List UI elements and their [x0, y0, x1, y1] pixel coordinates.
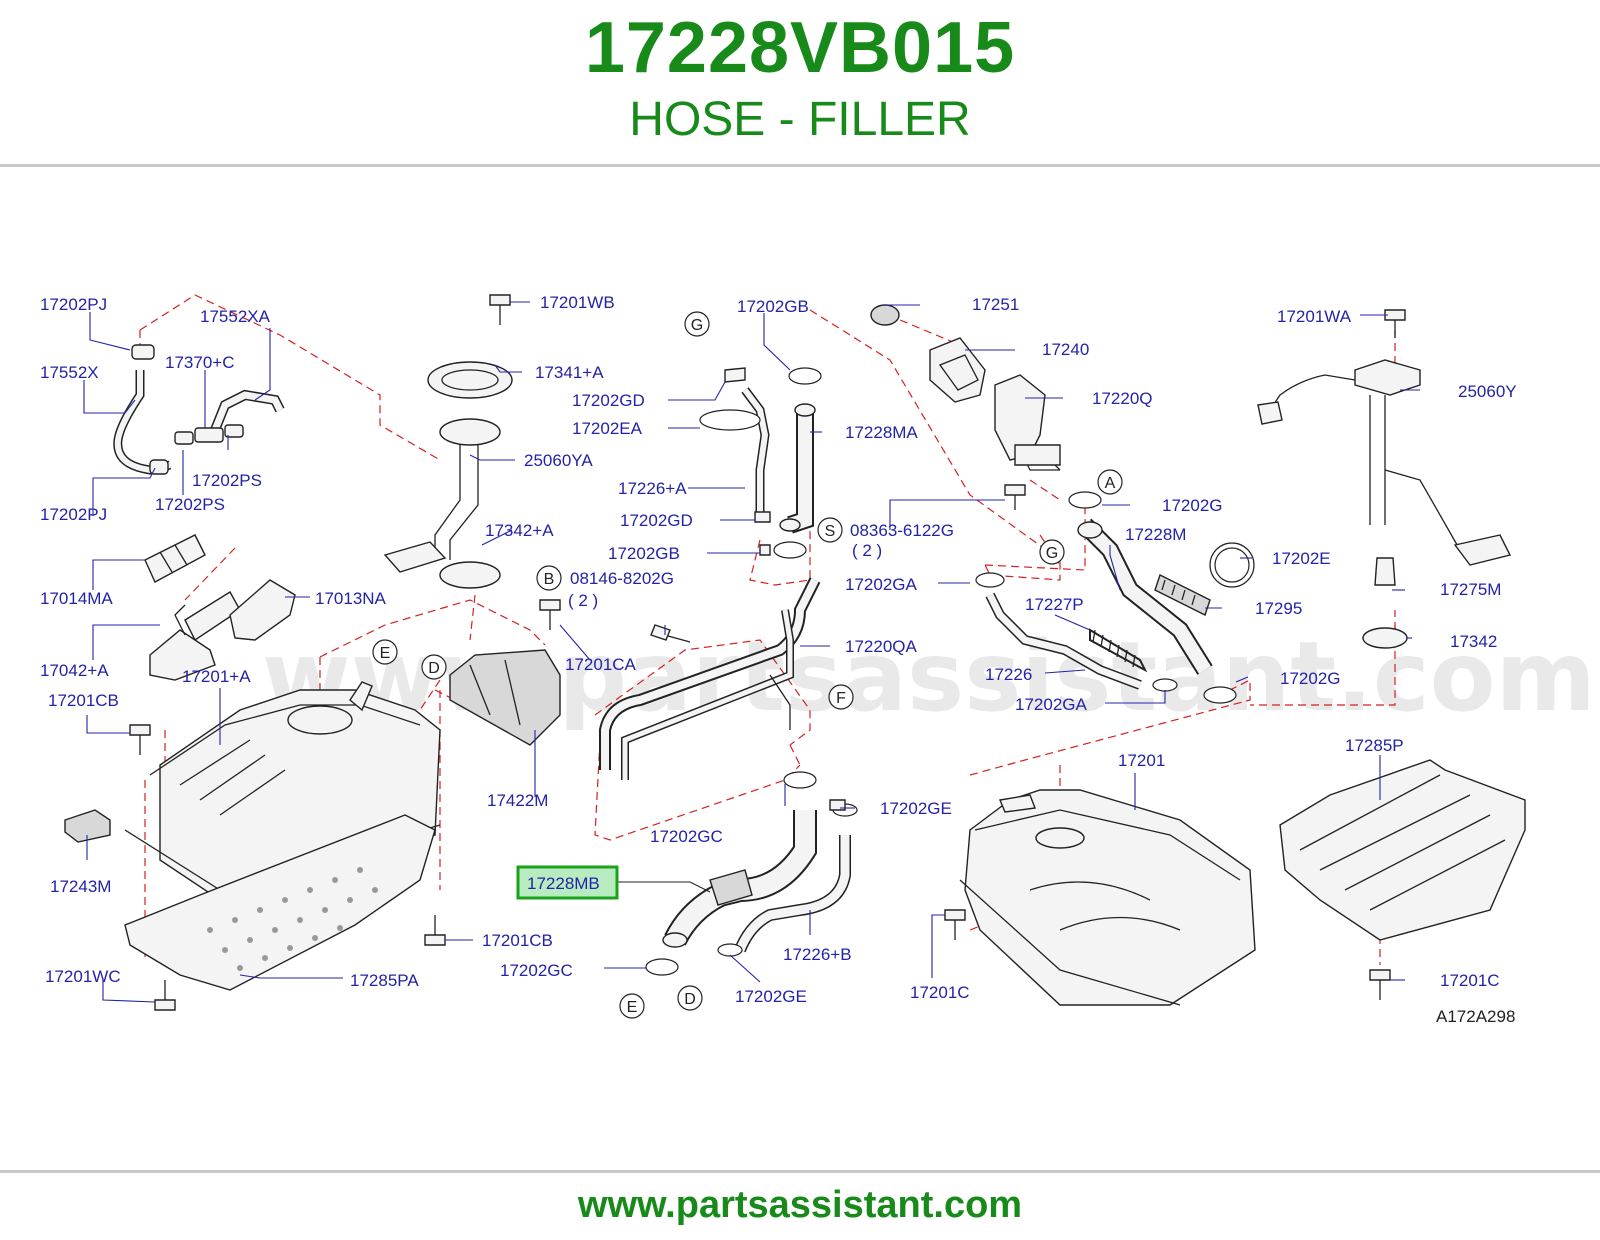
part-labels: 17202PJ 17552XA 17552X 17370+C 17202PS 1… [40, 293, 1517, 1006]
part-label: 17202GC [650, 827, 723, 846]
part-label: 17201 [1118, 751, 1165, 770]
part-label: 17202PS [192, 471, 262, 490]
ref-marker-s: S [825, 523, 836, 540]
part-label: 17552XA [200, 307, 271, 326]
part-label: 17201+A [182, 667, 251, 686]
highlighted-part-label[interactable]: 17228MB [516, 865, 619, 900]
part-label: 17201CA [565, 655, 637, 674]
part-label: 17243M [50, 877, 111, 896]
part-label: 17202PJ [40, 295, 107, 314]
part-label: 17202PS [155, 495, 225, 514]
ref-marker-e-1: E [380, 645, 391, 662]
page-header: 17228VB015 HOSE - FILLER [0, 0, 1600, 168]
part-number-title: 17228VB015 [584, 8, 1016, 88]
part-label: 17202G [1162, 496, 1223, 515]
part-label: 17202PJ [40, 505, 107, 524]
part-label: 17201WB [540, 293, 615, 312]
header-divider [0, 164, 1600, 167]
footer-website-link[interactable]: www.partsassistant.com [577, 1184, 1023, 1226]
part-label: 17220QA [845, 637, 917, 656]
part-label: 17013NA [315, 589, 387, 608]
part-label: 17240 [1042, 340, 1089, 359]
part-label: 17285P [1345, 736, 1404, 755]
ref-marker-d-2: D [684, 991, 696, 1008]
part-label: 17275M [1440, 580, 1501, 599]
part-label: 17226 [985, 665, 1032, 684]
part-label: 17201CB [48, 691, 119, 710]
part-label: 17251 [972, 295, 1019, 314]
part-label: 17226+A [618, 479, 687, 498]
part-label: 17202GE [735, 987, 807, 1006]
part-label: 17202E [1272, 549, 1331, 568]
ref-marker-g-1: G [691, 317, 703, 334]
part-label: 17220Q [1092, 389, 1153, 408]
part-label: 17202GD [620, 511, 693, 530]
part-name-subtitle: HOSE - FILLER [629, 93, 971, 146]
part-label: 17202G [1280, 669, 1341, 688]
ref-marker-e-2: E [627, 999, 638, 1016]
part-label: 17201WC [45, 967, 121, 986]
part-label: 17342 [1450, 632, 1497, 651]
part-label: 08146-8202G [570, 569, 674, 588]
part-label: 17202GA [1015, 695, 1087, 714]
part-label: 17202GE [880, 799, 952, 818]
footer-divider [0, 1170, 1600, 1173]
ref-marker-f: F [836, 690, 846, 707]
highlighted-part-number: 17228MB [527, 874, 600, 893]
part-label: 17370+C [165, 353, 234, 372]
part-label: 25060Y [1458, 382, 1517, 401]
part-label: 17341+A [535, 363, 604, 382]
part-label: 17201CB [482, 931, 553, 950]
part-label: 17422M [487, 791, 548, 810]
leader-lines [83, 301, 1420, 1003]
part-label: 25060YA [524, 451, 593, 470]
part-label: 17202GD [572, 391, 645, 410]
part-label: 17202EA [572, 419, 643, 438]
part-label: 08363-6122G [850, 521, 954, 540]
part-label: 17342+A [485, 521, 554, 540]
part-label: ( 2 ) [568, 591, 598, 610]
part-label: 17014MA [40, 589, 113, 608]
highlight-box [516, 865, 619, 900]
ref-marker-a: A [1105, 475, 1116, 492]
part-label: 17201C [1440, 971, 1500, 990]
part-label: 17227P [1025, 595, 1084, 614]
reference-markers: G G S B E D F A E D [372, 311, 1123, 1019]
parts-diagram: www.partsassistant.com [40, 293, 1596, 1026]
part-label: 17285PA [350, 971, 419, 990]
part-label: 17202GC [500, 961, 573, 980]
part-label: 17202GB [737, 297, 809, 316]
part-label: 17201C [910, 983, 970, 1002]
part-label: ( 2 ) [852, 541, 882, 560]
ref-marker-d-1: D [428, 660, 440, 677]
part-drawings [64, 294, 1526, 1011]
part-label: 17042+A [40, 661, 109, 680]
part-label: 17202GA [845, 575, 917, 594]
ref-marker-g-2: G [1046, 545, 1058, 562]
part-label: 17226+B [783, 945, 852, 964]
part-label: 17295 [1255, 599, 1302, 618]
ref-marker-b: B [544, 571, 555, 588]
part-label: 17228M [1125, 525, 1186, 544]
diagram-id: A172A298 [1436, 1007, 1515, 1026]
part-label: 17201WA [1277, 307, 1352, 326]
part-label: 17228MA [845, 423, 918, 442]
part-label: 17552X [40, 363, 99, 382]
part-label: 17202GB [608, 544, 680, 563]
